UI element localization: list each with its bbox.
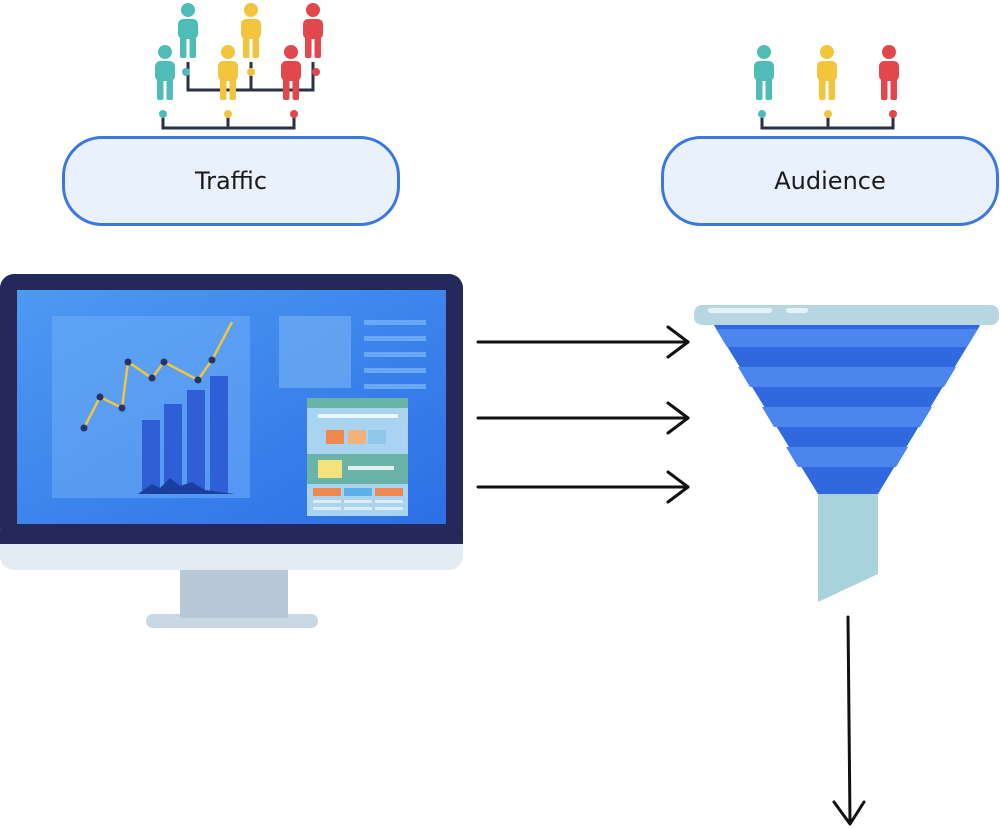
arrow-group: [476, 325, 690, 504]
audience-box: Audience: [661, 136, 999, 226]
monitor-icon: [0, 274, 463, 628]
arrow-down: [832, 615, 866, 826]
arrow-1: [476, 325, 690, 359]
funnel-icon: [694, 305, 999, 602]
traffic-label: Traffic: [194, 167, 268, 195]
traffic-box: Traffic: [62, 136, 400, 226]
people-group-traffic-icon: [155, 3, 323, 130]
arrow-2: [476, 401, 690, 435]
arrow-3: [476, 470, 690, 504]
people-group-audience-icon: [754, 45, 899, 130]
audience-label: Audience: [774, 167, 886, 195]
